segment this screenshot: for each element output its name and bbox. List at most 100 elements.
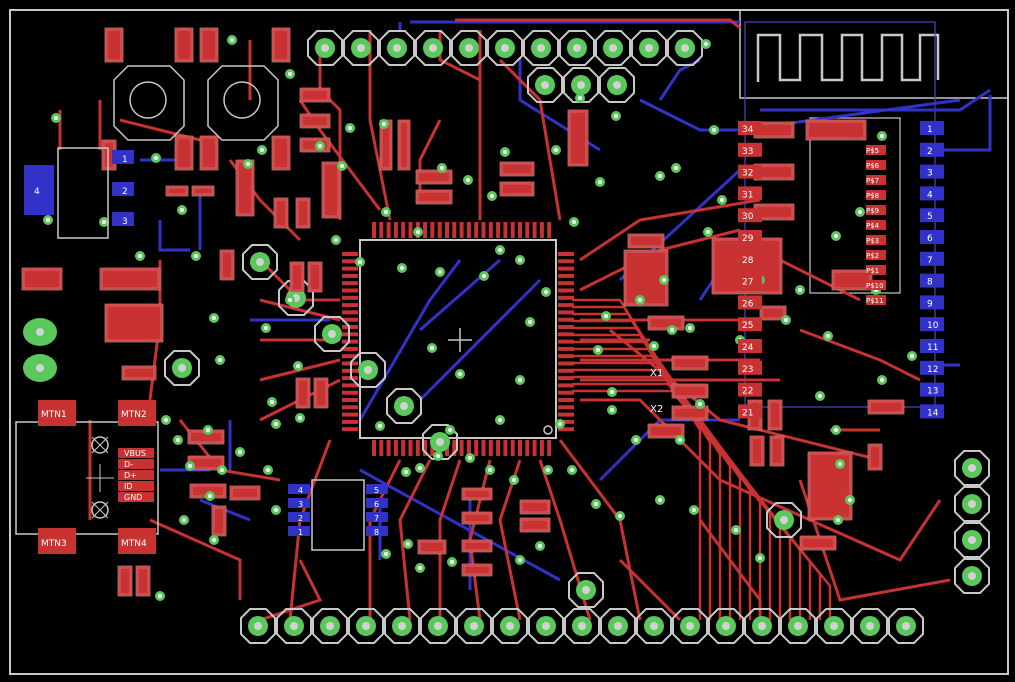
mcu-pad: [342, 273, 358, 278]
via-hole: [440, 166, 444, 170]
mcu-pad: [558, 259, 574, 264]
module-left-pad: [738, 251, 762, 266]
mcu-pad: [452, 222, 457, 238]
mcu-pad: [445, 222, 449, 238]
mcu-pad: [393, 440, 398, 456]
via-hole: [418, 566, 422, 570]
module-right-pad: [920, 142, 944, 157]
smd-outline: [201, 29, 217, 61]
mcu-pad: [430, 222, 435, 238]
top-trace: [572, 389, 832, 620]
via-hole: [858, 210, 862, 214]
mcu-pad: [342, 412, 358, 417]
via-hole: [260, 148, 264, 152]
chip8-right-pad: [366, 512, 388, 522]
smd-outline: [463, 513, 491, 523]
via-hole: [298, 416, 302, 420]
module-small-pad: [866, 205, 886, 215]
via-hole: [158, 594, 162, 598]
smd-outline: [193, 187, 213, 195]
mcu-pad: [539, 222, 544, 238]
via-hole: [400, 266, 404, 270]
via-hole: [734, 528, 738, 532]
via-hole: [518, 558, 522, 562]
smd-outline: [809, 453, 851, 519]
usb-pin-dplus: D+: [124, 471, 137, 480]
smd-component: [104, 303, 164, 343]
chip8-left-label: 4: [298, 486, 303, 495]
smd-outline: [123, 367, 155, 379]
via-hole: [340, 164, 344, 168]
regulator-pin-label: 4: [34, 187, 40, 197]
mcu-pad: [488, 440, 493, 456]
via-hole: [384, 210, 388, 214]
module-right-pad: [920, 339, 944, 353]
mcu-pad: [342, 252, 358, 256]
mcu-pad: [342, 427, 358, 432]
via-hole: [418, 466, 422, 470]
header-left-pad-drill: [364, 366, 372, 374]
chip8-left-label: 3: [298, 500, 303, 509]
header-bottom-pad-drill: [794, 622, 802, 630]
header-bottom-pad-drill: [902, 622, 910, 630]
via-hole: [638, 298, 642, 302]
smd-outline: [297, 199, 309, 227]
via-hole: [218, 358, 222, 362]
via-hole: [674, 166, 678, 170]
smd-outline: [201, 137, 217, 169]
smd-component: [767, 399, 783, 431]
usb-pin-dminus: D-: [124, 460, 133, 469]
via-hole: [658, 498, 662, 502]
mcu-pad: [342, 419, 358, 424]
header-right-pad: [954, 450, 990, 486]
smd-outline: [521, 501, 549, 513]
mcu-pad: [401, 222, 406, 238]
module-right-label: 1: [927, 125, 933, 135]
smd-outline: [501, 183, 533, 195]
header-bottom-pad: [384, 608, 420, 644]
smd-component: [805, 119, 867, 141]
via-hole: [838, 462, 842, 466]
power-pin-1: 1: [122, 155, 128, 165]
smd-component: [461, 539, 493, 553]
smd-component: [461, 487, 493, 501]
top-trace: [498, 58, 562, 221]
wifi-module-small-pads: P$5P$6P$7P$8P$9P$4P$3P$2P$1P$10P$11: [866, 145, 886, 305]
module-left-pad: [738, 208, 762, 223]
mcu-pad: [459, 222, 464, 238]
module-right-pad: [920, 273, 944, 288]
module-right-label: 8: [927, 278, 933, 288]
reset-buttons: [113, 65, 279, 141]
via-hole: [488, 468, 492, 472]
via-hole: [594, 502, 598, 506]
chip8-right-label: 6: [374, 500, 379, 509]
module-small-label: P$11: [866, 297, 884, 305]
module-right-label: 5: [927, 212, 933, 222]
antenna-trace: [756, 33, 940, 82]
header-top-pad: [559, 30, 595, 66]
smd-component: [867, 443, 883, 471]
smd-outline: [106, 305, 162, 341]
via-hole: [230, 38, 234, 42]
smd-component: [867, 399, 905, 415]
header-right-pad-drill: [968, 500, 976, 508]
via-hole: [334, 238, 338, 242]
mcu-pad: [558, 332, 574, 337]
smd-component: [165, 185, 189, 197]
mcu-pad: [503, 222, 508, 238]
usb-pin-gnd: GND: [124, 493, 142, 502]
header-top-pad-drill: [645, 44, 653, 52]
mcu-pad: [342, 346, 358, 351]
module-right-pad: [920, 360, 944, 375]
header-left-pad-drill: [328, 330, 336, 338]
header-top-pad: [379, 30, 415, 66]
via-hole: [288, 298, 292, 302]
mcu-pad: [558, 339, 574, 344]
mount-pad-drill: [178, 364, 186, 372]
chip8-left-pad: [288, 512, 310, 522]
via-hole: [818, 394, 822, 398]
via-hole: [466, 178, 470, 182]
module-right-label: 7: [927, 256, 933, 266]
smd-component: [671, 355, 709, 371]
via-hole: [834, 234, 838, 238]
